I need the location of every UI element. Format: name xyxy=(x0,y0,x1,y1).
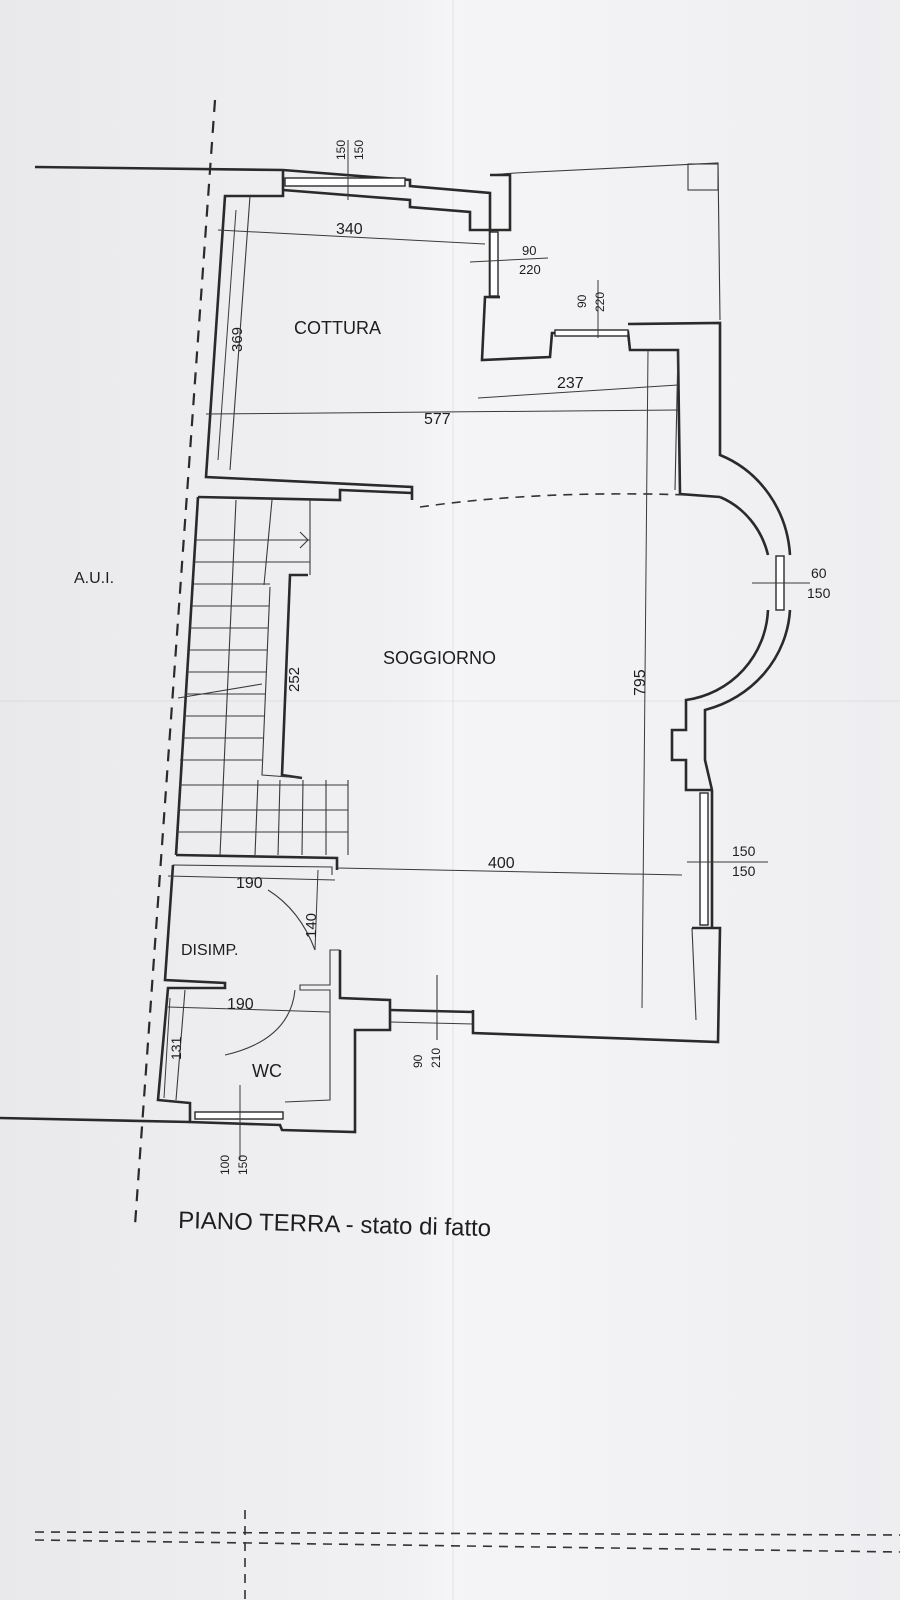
svg-text:90: 90 xyxy=(522,243,536,258)
boundary-line-bottom xyxy=(0,1116,191,1124)
svg-text:150: 150 xyxy=(732,843,756,859)
opening-entrance-door: 90 210 xyxy=(411,1048,443,1068)
opening-bay-window: 60 150 xyxy=(807,565,831,601)
svg-text:100: 100 xyxy=(218,1155,232,1175)
dim-soggiorno-height: 795 xyxy=(632,669,649,696)
room-label-wc: WC xyxy=(252,1061,282,1081)
dim-cottura-width: 340 xyxy=(336,221,363,238)
opening-top-window: 150 150 xyxy=(334,140,366,160)
svg-text:60: 60 xyxy=(811,565,827,581)
dimension-lines xyxy=(163,140,810,1160)
neighbor-label-aui: A.U.I. xyxy=(74,570,114,587)
dim-wc-height: 131 xyxy=(168,1036,184,1060)
dim-cottura-height: 369 xyxy=(229,327,246,352)
svg-text:150: 150 xyxy=(807,585,831,601)
plan-caption: PIANO TERRA - stato di fatto xyxy=(178,1207,492,1242)
dim-total-width: 577 xyxy=(424,411,451,428)
svg-text:210: 210 xyxy=(429,1048,443,1068)
door-swings xyxy=(224,889,438,1056)
dim-soggiorno-width: 400 xyxy=(488,855,515,872)
dim-wc-width: 190 xyxy=(227,996,254,1013)
svg-text:150: 150 xyxy=(732,863,756,879)
opening-wc-window: 100 150 xyxy=(218,1155,250,1175)
opening-right-window: 150 150 xyxy=(732,843,756,879)
stair-treads xyxy=(177,499,349,856)
svg-text:90: 90 xyxy=(411,1054,425,1068)
terrace-pillar xyxy=(687,163,719,191)
svg-text:150: 150 xyxy=(236,1155,250,1175)
boundary-line-top xyxy=(34,165,284,172)
room-label-disimp: DISIMP. xyxy=(181,942,239,959)
svg-text:150: 150 xyxy=(352,140,366,160)
dim-disimp-width: 190 xyxy=(236,875,263,892)
svg-text:220: 220 xyxy=(519,262,541,277)
opening-kitchen-door: 90 220 xyxy=(519,243,541,277)
dim-stair-length: 252 xyxy=(286,667,303,692)
opening-terrace-door: 90 220 xyxy=(575,292,607,312)
room-label-cottura: COTTURA xyxy=(294,318,381,338)
street-lines xyxy=(34,1510,900,1600)
svg-text:220: 220 xyxy=(593,292,607,312)
dim-disimp-height: 140 xyxy=(303,913,320,938)
dim-soggiorno-top: 237 xyxy=(557,375,584,392)
svg-text:90: 90 xyxy=(575,294,589,308)
svg-text:150: 150 xyxy=(334,140,348,160)
room-label-soggiorno: SOGGIORNO xyxy=(383,648,496,668)
